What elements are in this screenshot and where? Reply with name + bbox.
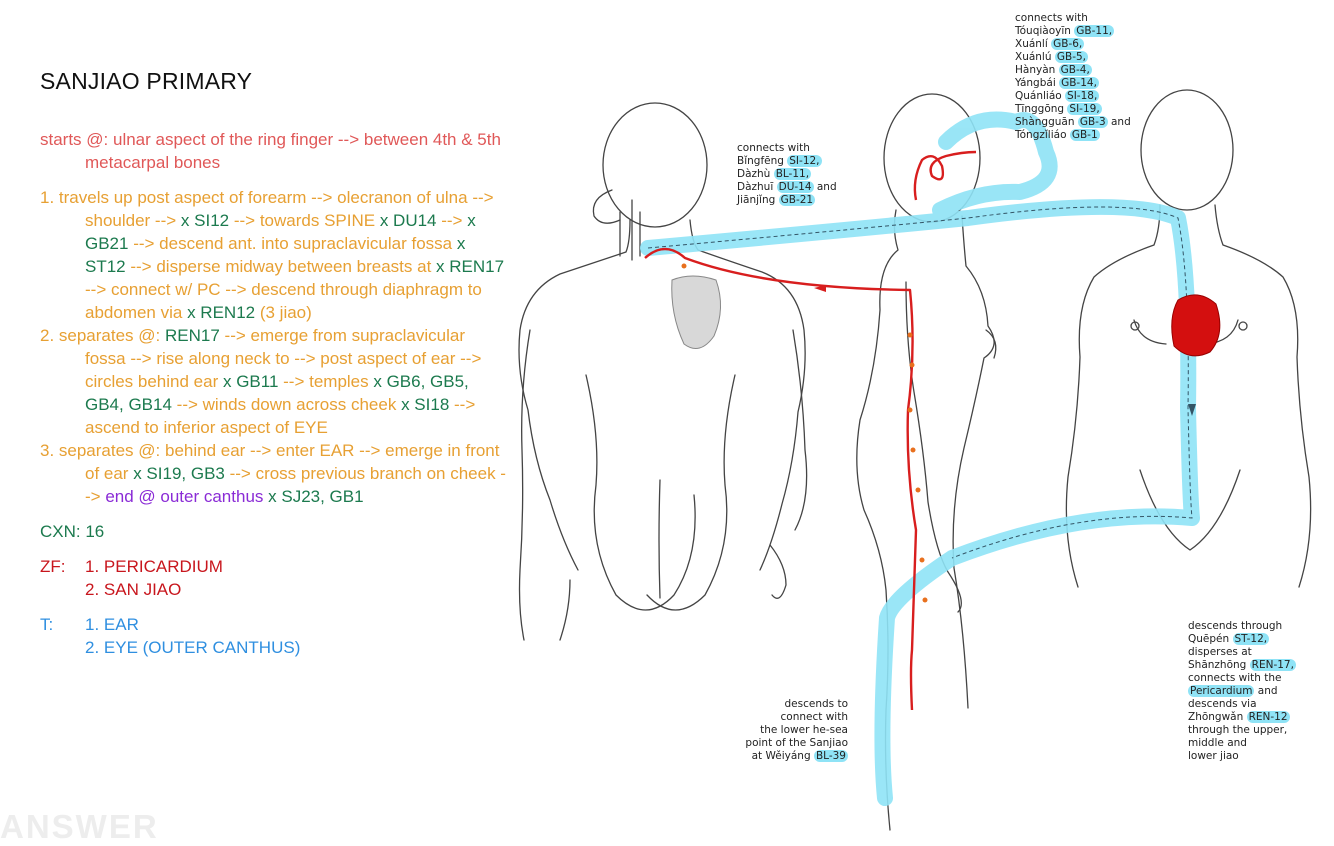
note-segment: end @ outer canthus: [105, 487, 263, 506]
annotation-line: Hànyàn GB-4,: [1015, 64, 1131, 77]
annotation-line: the lower he-sea: [738, 724, 848, 737]
page-title: SANJIAO PRIMARY: [40, 68, 252, 95]
point-code: GB-1: [1070, 129, 1100, 141]
annotation-line: descends through: [1188, 620, 1296, 633]
note-segment: x SJ23, GB1: [263, 487, 363, 506]
note-segment: --> temples: [278, 372, 373, 391]
t-item: 1. EAR: [85, 613, 139, 636]
point-code: GB-6,: [1051, 38, 1084, 50]
point-code: REN-12: [1247, 711, 1290, 723]
scapula-shape: [672, 276, 721, 349]
annotation-line: Xuánlí GB-6,: [1015, 38, 1131, 51]
step-3-note: 3. separates @: behind ear --> enter EAR…: [40, 439, 510, 508]
annotation-line: through the upper,: [1188, 724, 1296, 737]
zf-label: ZF:: [40, 555, 85, 578]
point-code: REN-17,: [1250, 659, 1296, 671]
point-code: Pericardium: [1188, 685, 1254, 697]
annotation-line: point of the Sanjiao: [738, 737, 848, 750]
annotation-line: descends via: [1188, 698, 1296, 711]
annotation-line: Quánliáo SI-18,: [1015, 90, 1131, 103]
note-segment: (3 jiao): [255, 303, 312, 322]
channel-highlight: [648, 120, 1192, 799]
note-segment: x GB11: [223, 372, 278, 391]
annotation-line: Shàngguān GB-3 and: [1015, 116, 1131, 129]
annotation-line: Shānzhōng REN-17,: [1188, 659, 1296, 672]
zf-item: 1. PERICARDIUM: [85, 555, 223, 578]
starts-note: starts @: ulnar aspect of the ring finge…: [40, 128, 510, 174]
annotation-line: Pericardium and: [1188, 685, 1296, 698]
point-code: GB-11,: [1074, 25, 1114, 37]
note-segment: x SI12: [181, 211, 229, 230]
annotation-line: Tóngzǐliáo GB-1: [1015, 129, 1131, 142]
t-item: 2. EYE (OUTER CANTHUS): [85, 636, 300, 659]
t-note: T:1. EAR 2. EYE (OUTER CANTHUS): [40, 613, 510, 659]
note-segment: x REN17: [436, 257, 504, 276]
annotation-line: Tóuqiàoyīn GB-11,: [1015, 25, 1131, 38]
annotation-line: connects with: [737, 142, 837, 155]
annotation-line: descends to: [738, 698, 848, 711]
channel-notes: starts @: ulnar aspect of the ring finge…: [40, 128, 510, 671]
annotation-line: middle and: [1188, 737, 1296, 750]
zf-note: ZF:1. PERICARDIUM 2. SAN JIAO: [40, 555, 510, 601]
note-segment: x DU14: [380, 211, 437, 230]
note-segment: --> descend ant. into supraclavicular fo…: [128, 234, 456, 253]
annotation-line: Jiānjǐng GB-21: [737, 194, 837, 207]
t-label: T:: [40, 613, 85, 636]
annotation-line: Bǐngfēng SI-12,: [737, 155, 837, 168]
annotation-line: Tīnggōng SI-19,: [1015, 103, 1131, 116]
annotation-line: Yángbái GB-14,: [1015, 77, 1131, 90]
point-code: GB-4,: [1059, 64, 1092, 76]
note-segment: x SI19, GB3: [133, 464, 225, 483]
annotation-line: lower jiao: [1188, 750, 1296, 763]
point-code: BL-11,: [774, 168, 811, 180]
point-code: DU-14: [777, 181, 814, 193]
step-2-note: 2. separates @: REN17 --> emerge from su…: [40, 324, 510, 439]
point-code: GB-3: [1078, 116, 1108, 128]
annotation-line: disperses at: [1188, 646, 1296, 659]
pericardium-heart: [1172, 295, 1220, 356]
channel-dash-line: [648, 207, 1192, 558]
point-code: SI-18,: [1065, 90, 1099, 102]
annotation-line: Xuánlú GB-5,: [1015, 51, 1131, 64]
answer-watermark: ANSWER: [0, 808, 159, 846]
point-code: GB-21: [779, 194, 816, 206]
zf-item: 2. SAN JIAO: [85, 578, 181, 601]
annotation-line: Dàzhù BL-11,: [737, 168, 837, 181]
cxn-note: CXN: 16: [40, 520, 510, 543]
annotation-line: Quēpén ST-12,: [1188, 633, 1296, 646]
point-code: GB-5,: [1055, 51, 1088, 63]
note-segment: --> disperse midway between breasts at: [126, 257, 436, 276]
note-segment: x SI18: [401, 395, 449, 414]
point-code: BL-39: [814, 750, 848, 762]
note-segment: REN17: [165, 326, 220, 345]
note-segment: --> towards SPINE: [229, 211, 380, 230]
note-segment: starts @: ulnar aspect of the ring finge…: [40, 130, 501, 172]
note-segment: x REN12: [187, 303, 255, 322]
step-1-note: 1. travels up post aspect of forearm -->…: [40, 186, 510, 324]
annotation-line: Zhōngwǎn REN-12: [1188, 711, 1296, 724]
note-segment: -->: [437, 211, 468, 230]
annotation-line: connects with the: [1188, 672, 1296, 685]
point-code: SI-19,: [1067, 103, 1101, 115]
point-code: GB-14,: [1059, 77, 1099, 89]
note-segment: 2. separates @:: [40, 326, 165, 345]
annotation-line: Dàzhuī DU-14 and: [737, 181, 837, 194]
annotation-line: at Wěiyáng BL-39: [738, 750, 848, 763]
point-code: ST-12,: [1233, 633, 1270, 645]
point-code: SI-12,: [787, 155, 821, 167]
annotation-line: connects with: [1015, 12, 1131, 25]
note-segment: --> winds down across cheek: [172, 395, 401, 414]
annotation-line: connect with: [738, 711, 848, 724]
